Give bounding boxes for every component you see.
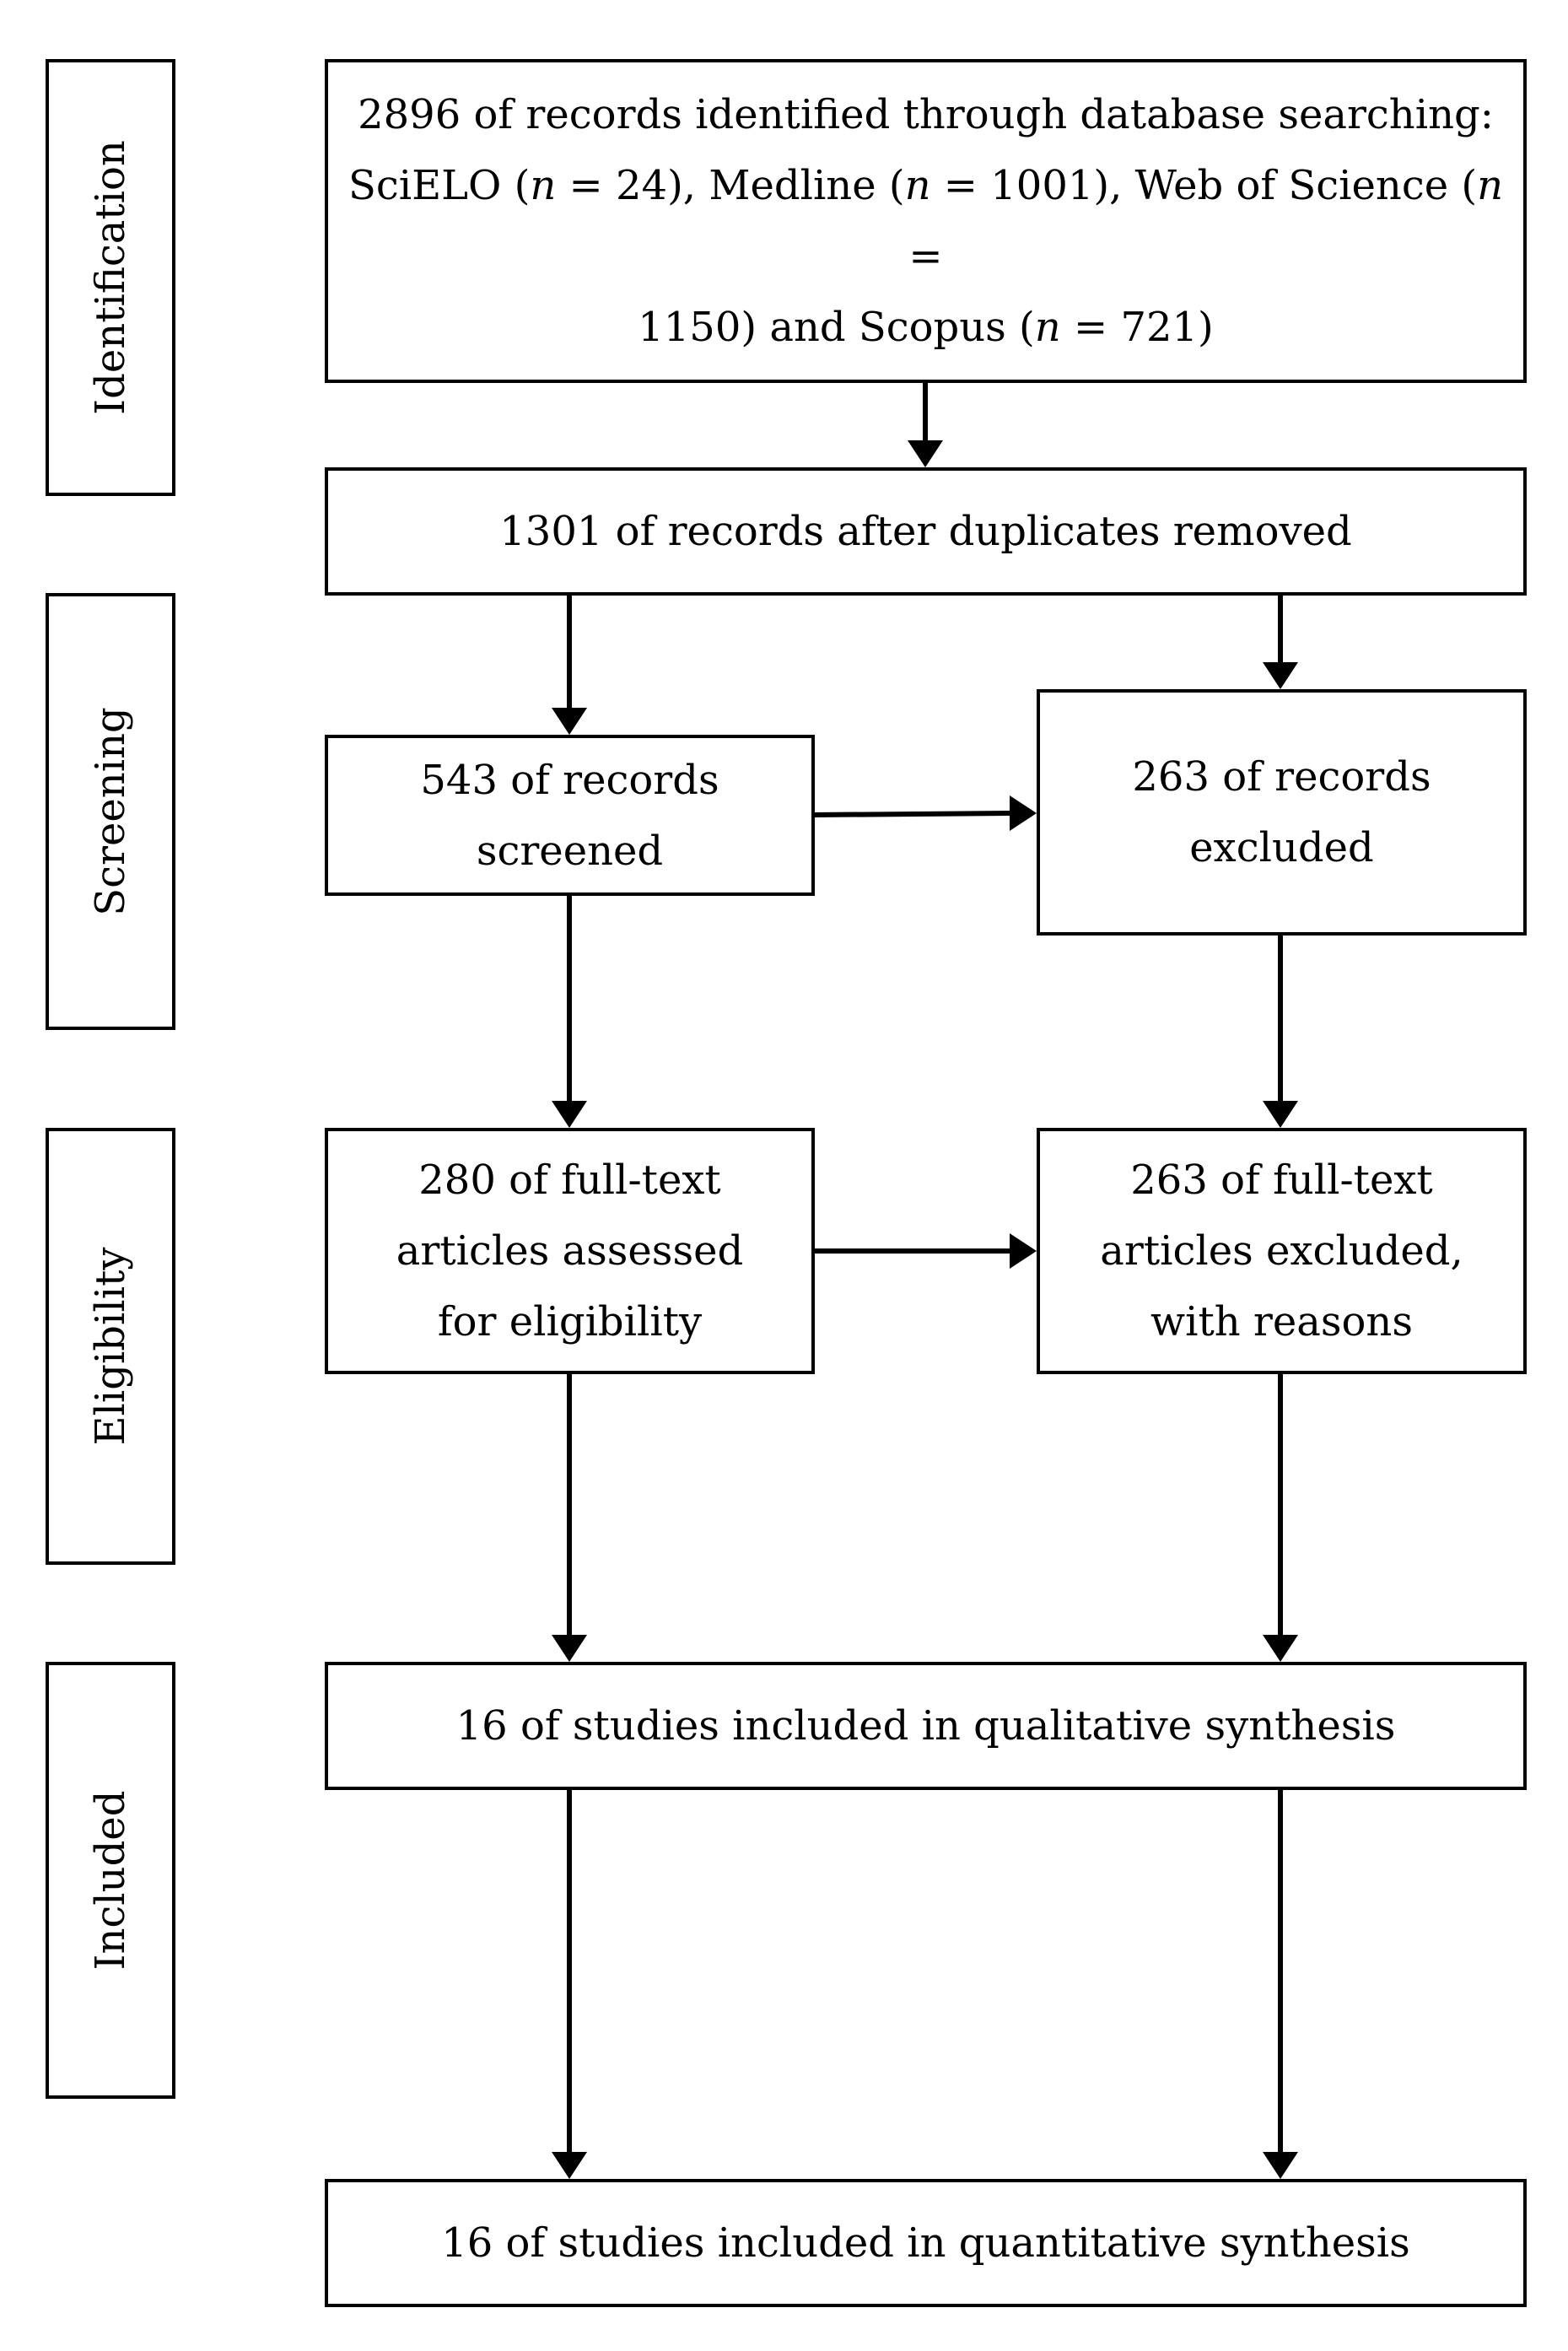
records-screened-box: 543 of records screened (325, 735, 815, 896)
quantitative-synthesis-box: 16 of studies included in quantitative s… (325, 2179, 1527, 2307)
records-identified-line-3: 1150) and Scopus (n = 721) (638, 304, 1214, 351)
fulltext-assessed-box: 280 of full-text articles assessed for e… (325, 1128, 815, 1374)
fulltext-excluded-box: 263 of full-text articles excluded, with… (1037, 1128, 1527, 1374)
after-duplicates-text: 1301 of records after duplicates removed (499, 508, 1352, 555)
stage-included: Included (46, 1662, 175, 2099)
fulltext-assessed-text: 280 of full-text articles assessed for e… (396, 1157, 744, 1345)
stage-screening: Screening (46, 593, 175, 1030)
fulltext-excluded-text: 263 of full-text articles excluded, with… (1100, 1157, 1463, 1345)
arrowhead-8 (552, 1635, 587, 1662)
quantitative-synthesis-text: 16 of studies included in quantitative s… (441, 2219, 1410, 2267)
arrowhead-10 (552, 2152, 587, 2179)
arrow-screened-to-excluded (814, 811, 1010, 817)
records-screened-text: 543 of records screened (420, 756, 719, 875)
after-duplicates-box: 1301 of records after duplicates removed (325, 467, 1527, 596)
arrowhead-2 (552, 708, 587, 735)
qualitative-synthesis-text: 16 of studies included in qualitative sy… (455, 1702, 1396, 1750)
records-excluded-box: 263 of records excluded (1037, 689, 1527, 936)
stage-eligibility: Eligibility (46, 1128, 175, 1565)
records-excluded-text: 263 of records excluded (1132, 753, 1431, 871)
records-identified-line-2: SciELO (n = 24), Medline (n = 1001), Web… (348, 162, 1504, 280)
arrowhead-9 (1263, 1635, 1298, 1662)
records-identified-text: 2896 of records identified through datab… (328, 79, 1523, 363)
arrowhead-6 (1263, 1101, 1298, 1128)
arrowhead-7 (1010, 1233, 1037, 1269)
qualitative-synthesis-box: 16 of studies included in qualitative sy… (325, 1662, 1527, 1790)
arrowhead-5 (552, 1101, 587, 1128)
stage-identification: Identification (46, 59, 175, 496)
records-identified-box: 2896 of records identified through datab… (325, 59, 1527, 383)
arrowhead-1 (908, 440, 943, 467)
arrowhead-3 (1263, 662, 1298, 689)
arrowhead-4 (1010, 795, 1037, 831)
records-identified-line-1: 2896 of records identified through datab… (358, 91, 1494, 138)
arrowhead-11 (1263, 2152, 1298, 2179)
